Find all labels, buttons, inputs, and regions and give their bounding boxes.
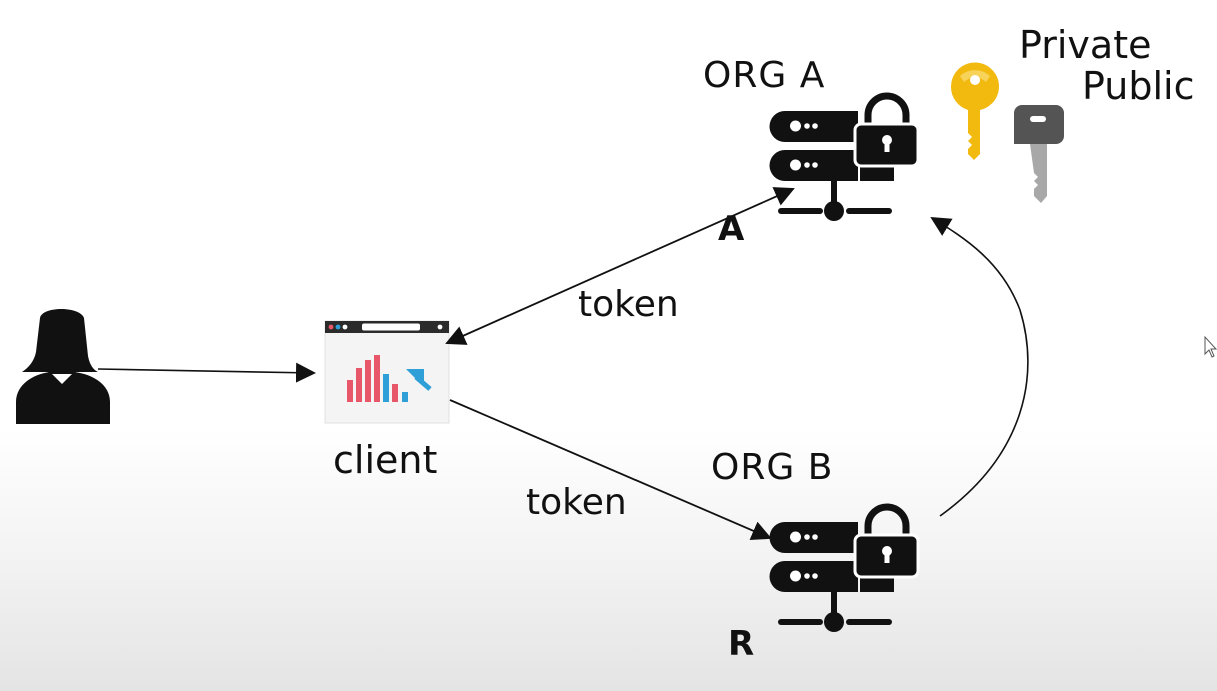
public-key-label: Public (1082, 64, 1195, 108)
user-icon (16, 309, 110, 424)
browser-chart-icon (324, 320, 450, 424)
letter-r: R (728, 624, 755, 664)
gold-key-icon (950, 62, 999, 161)
private-key-label: Private (1019, 23, 1152, 67)
arrow-client-org-a (445, 187, 795, 345)
letter-a: A (718, 209, 745, 249)
gray-key-icon (1014, 105, 1064, 203)
arrow-org-b-to-org-a (930, 216, 1029, 517)
arrow-user-to-client (97, 362, 316, 383)
server-lock-icon-org-a (769, 92, 920, 221)
token-label-top: token (578, 284, 679, 325)
org-a-title: ORG A (703, 55, 826, 96)
client-label: client (333, 438, 438, 482)
mouse-pointer-icon (1204, 335, 1217, 358)
server-lock-icon-org-b (769, 503, 920, 632)
arrow-client-to-org-b (449, 399, 772, 541)
token-label-bottom: token (526, 482, 627, 523)
org-b-title: ORG B (711, 447, 834, 488)
